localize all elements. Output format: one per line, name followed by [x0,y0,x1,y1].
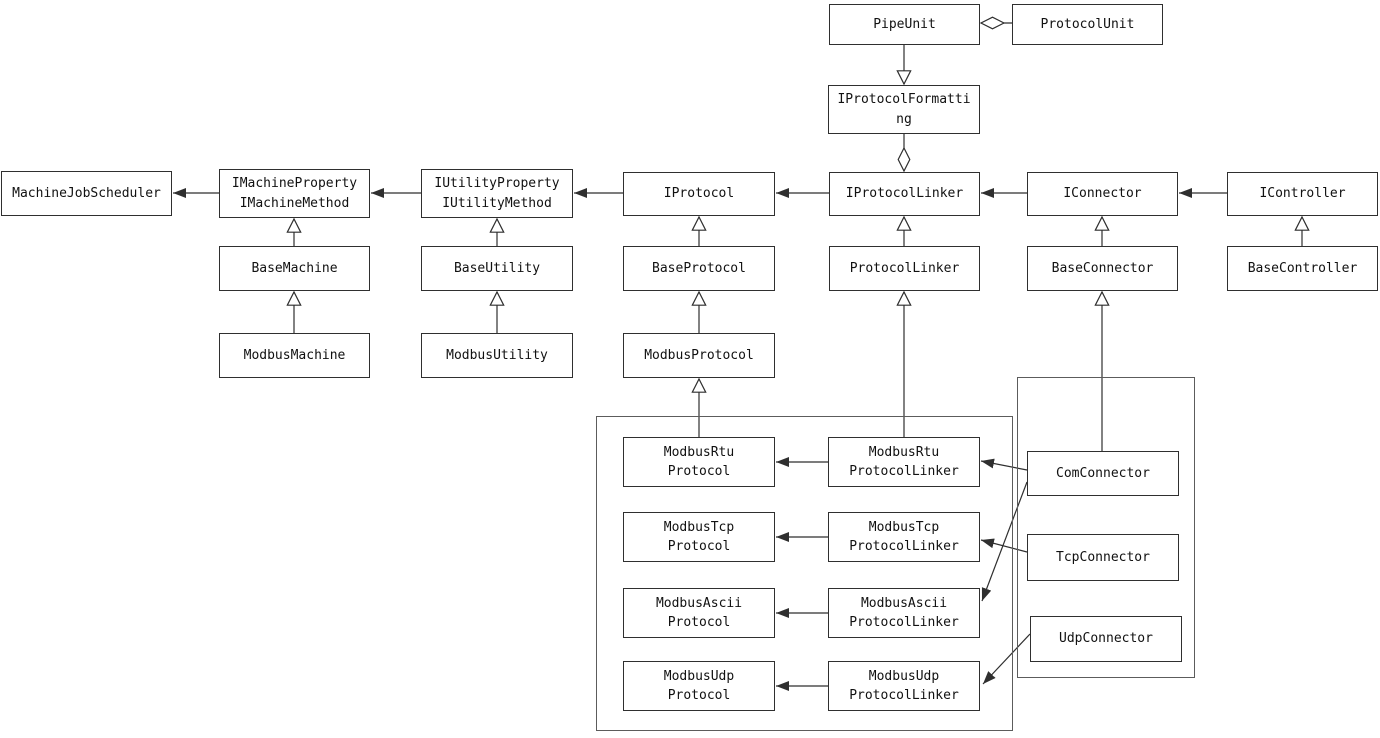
class-box-modbus-utility: ModbusUtility [421,333,573,378]
class-label: Protocol [667,615,731,630]
class-box-base-controller: BaseController [1227,246,1378,291]
class-label: ModbusTcp [663,519,735,535]
class-box-iprotocol: IProtocol [623,172,775,216]
class-label: ProtocolLinker [849,688,959,703]
class-label: ModbusTcp [868,519,940,535]
class-label: UdpConnector [1059,631,1153,647]
class-label: ModbusUdp [868,668,940,684]
class-label: ModbusAscii [655,595,743,611]
class-box-iprotocol-linker: IProtocolLinker [829,172,980,216]
class-label: IUtilityProperty [434,176,560,191]
modbus-protocol-group [596,416,1013,731]
class-label: Protocol [667,539,731,554]
class-label: ProtocolLinker [849,539,959,554]
class-label: IUtilityMethod [442,195,552,211]
class-box-iconnector: IConnector [1027,172,1178,216]
association-edge [980,458,1028,471]
class-box-base-machine: BaseMachine [219,246,370,291]
class-label: ModbusRtu [663,444,735,460]
class-box-protocol-unit: ProtocolUnit [1012,4,1163,45]
connector-group [1017,377,1195,678]
class-label: ModbusUtility [446,347,548,363]
class-box-modbus-machine: ModbusMachine [219,333,370,378]
class-label: BaseProtocol [652,260,746,276]
class-label: ProtocolLinker [849,464,959,479]
class-label: IProtocolFormatti [837,92,971,107]
class-box-modbus-protocol: ModbusProtocol [623,333,775,378]
class-label: BaseConnector [1051,260,1154,276]
class-label: ModbusMachine [243,347,346,363]
class-box-base-utility: BaseUtility [421,246,573,291]
class-label: PipeUnit [873,16,936,32]
class-label: IConnector [1063,186,1142,202]
association-edge [980,538,1028,553]
class-label: ProtocolLinker [849,615,959,630]
class-label: ComConnector [1056,465,1150,481]
class-label: ModbusAscii [860,595,948,611]
class-label: ModbusProtocol [644,347,754,363]
class-box-com-connector: ComConnector [1027,451,1179,496]
class-label: ProtocolUnit [1040,16,1135,32]
association-edge [981,481,1028,602]
class-label: BaseMachine [251,260,338,276]
class-label: ModbusRtu [868,444,940,460]
class-label: BaseUtility [453,260,541,276]
association-edge [982,633,1031,685]
class-label: ProtocolLinker [849,260,960,276]
class-box-udp-connector: UdpConnector [1030,616,1182,662]
edges [173,23,1302,691]
class-label: TcpConnector [1056,549,1150,565]
class-label: ModbusUdp [663,668,735,684]
class-box-tcp-connector: TcpConnector [1027,534,1179,581]
class-box-base-protocol: BaseProtocol [623,246,775,291]
class-box-icontroller: IController [1227,172,1378,216]
class-box-machine-job-scheduler: MachineJobScheduler [1,171,172,216]
class-label: IProtocol [663,186,735,202]
class-box-pipe-unit: PipeUnit [829,4,980,45]
class-label: Protocol [667,464,731,479]
class-label: IMachineProperty [231,176,358,191]
class-label: MachineJobScheduler [12,185,161,201]
class-label: ng [896,111,912,127]
class-label: IController [1259,186,1346,202]
class-box-iprotocol-formatting: IProtocolFormatti ng [828,85,980,134]
class-label: IMachineMethod [239,195,350,211]
class-label: IProtocolLinker [845,186,964,202]
class-box-base-connector: BaseConnector [1027,246,1178,291]
class-box-protocol-linker: ProtocolLinker [829,246,980,291]
class-label: Protocol [667,688,731,703]
class-label: BaseController [1247,260,1358,276]
